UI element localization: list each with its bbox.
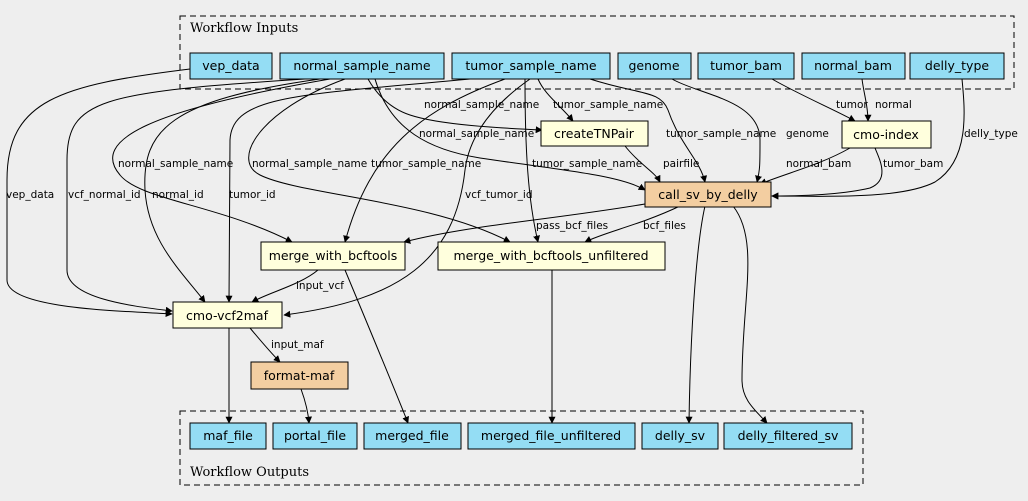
edge-bcf-files <box>584 205 681 243</box>
edge-label: normal_sample_name <box>118 158 233 170</box>
edge-label: tumor_sample_name <box>553 99 663 111</box>
edge-label: tumor_bam <box>883 158 943 170</box>
edge-label: tumor_sample_name <box>532 158 642 170</box>
edge-label: tumor_sample_name <box>371 158 481 170</box>
edge-genome-to-delly <box>671 78 762 183</box>
output-maf-file[interactable]: maf_file <box>189 422 267 450</box>
step-merge-with-bcftools-unfiltered[interactable]: merge_with_bcftools_unfiltered <box>437 241 666 271</box>
output-portal-file[interactable]: portal_file <box>272 422 358 450</box>
edge-index-tumor-bam <box>771 147 883 200</box>
edge-label: vcf_normal_id <box>68 189 141 201</box>
edge-normal-bam-to-index <box>861 78 872 122</box>
edge-normal-to-merge <box>112 78 331 243</box>
edge-delly-to-delly-sv <box>685 205 706 424</box>
node-label: merge_with_bcftools <box>269 248 398 263</box>
output-delly-sv[interactable]: delly_sv <box>641 422 719 450</box>
edge-label: normal_sample_name <box>419 128 534 140</box>
edge-pass-bcf-files <box>403 203 646 244</box>
node-label: call_sv_by_delly <box>658 187 758 202</box>
node-label: maf_file <box>203 428 253 443</box>
edge-label: genome <box>786 128 829 140</box>
edges <box>6 68 965 424</box>
input-genome[interactable]: genome <box>617 52 692 80</box>
node-label: cmo-vcf2maf <box>186 308 269 323</box>
output-merged-file-unfiltered[interactable]: merged_file_unfiltered <box>467 422 636 450</box>
step-cmo-vcf2maf[interactable]: cmo-vcf2maf <box>172 301 283 329</box>
edge-normal-to-delly <box>374 78 646 191</box>
edge-label: pairfile <box>663 158 699 170</box>
edge-input-vcf <box>251 269 319 303</box>
edge-index-normal-bam <box>759 147 851 185</box>
input-tumor-sample-name[interactable]: tumor_sample_name <box>451 52 611 80</box>
edge-delly-to-filtered-sv <box>732 205 768 424</box>
edge-tumor-to-merge-unfiltered <box>524 78 540 243</box>
workflow-inputs-label: Workflow Inputs <box>190 21 298 36</box>
workflow-call-sv-by-delly[interactable]: call_sv_by_delly <box>644 181 772 208</box>
edge-label: normal_sample_name <box>424 99 539 111</box>
input-normal-bam[interactable]: normal_bam <box>801 52 906 80</box>
node-label: delly_type <box>925 58 989 73</box>
node-label: vep_data <box>202 58 259 73</box>
edge-label: delly_type <box>964 128 1018 140</box>
edge-vep-data <box>6 68 191 318</box>
edge-label: input_vcf <box>296 280 344 292</box>
workflow-format-maf[interactable]: format-maf <box>250 361 349 390</box>
node-label: merged_file_unfiltered <box>481 428 621 443</box>
edge-label: vep_data <box>6 189 54 201</box>
edge-merge-to-merged-file <box>344 269 409 424</box>
node-label: portal_file <box>284 428 346 443</box>
edge-tumor-to-merge <box>343 78 506 243</box>
edge-label: input_maf <box>271 339 324 351</box>
input-delly-type[interactable]: delly_type <box>909 52 1005 80</box>
edge-normal-id <box>144 78 321 303</box>
node-label: tumor_sample_name <box>465 58 596 73</box>
node-label: genome <box>628 58 679 73</box>
edge-label: normal_sample_name <box>252 158 367 170</box>
step-merge-with-bcftools[interactable]: merge_with_bcftools <box>260 241 406 271</box>
node-label: format-maf <box>264 368 335 383</box>
workflow-outputs-label: Workflow Outputs <box>190 465 309 480</box>
edge-tumor-to-delly <box>589 78 708 183</box>
edge-label: tumor_id <box>229 189 276 201</box>
output-delly-filtered-sv[interactable]: delly_filtered_sv <box>723 422 853 450</box>
input-normal-sample-name[interactable]: normal_sample_name <box>279 52 445 80</box>
edge-format-maf-to-portal-file <box>300 388 313 424</box>
node-label: normal_sample_name <box>293 58 431 73</box>
nodes: vep_data normal_sample_name tumor_sample… <box>172 52 1005 450</box>
edge-label: pass_bcf_files <box>536 220 608 232</box>
edge-label: normal_bam <box>786 158 851 170</box>
edge-vcf-normal-id <box>66 78 306 314</box>
node-label: delly_filtered_sv <box>738 428 839 443</box>
edge-label: normal <box>875 99 912 111</box>
input-vep-data[interactable]: vep_data <box>189 52 273 80</box>
edge-tumor-id <box>225 78 471 303</box>
node-label: normal_bam <box>814 58 892 73</box>
edge-pairfile <box>624 145 661 183</box>
edge-label: vcf_tumor_id <box>465 189 533 201</box>
node-label: delly_sv <box>655 428 706 443</box>
workflow-outputs-cluster: Workflow Outputs <box>179 410 864 486</box>
edge-labels: normal_sample_name tumor_sample_name nor… <box>6 99 1018 351</box>
edge-label: normal_id <box>152 189 204 201</box>
step-cmo-index[interactable]: cmo-index <box>841 120 932 149</box>
edge-normal-to-merge-unfiltered <box>248 78 511 243</box>
edge-input-maf <box>249 327 281 363</box>
edge-tumor-bam-to-index <box>771 78 856 122</box>
node-label: cmo-index <box>853 127 919 142</box>
output-merged-file[interactable]: merged_file <box>363 422 462 450</box>
edge-vcf-tumor-id <box>283 78 531 318</box>
edge-delly-type-to-delly <box>771 78 965 200</box>
edge-label: bcf_files <box>643 220 686 232</box>
workflow-inputs-cluster: Workflow Inputs <box>179 15 1015 90</box>
input-tumor-bam[interactable]: tumor_bam <box>697 52 795 80</box>
edge-tumor-to-createtnpair <box>537 78 574 122</box>
node-label: merge_with_bcftools_unfiltered <box>453 248 648 263</box>
edge-label: tumor_sample_name <box>666 128 776 140</box>
node-label: tumor_bam <box>710 58 782 73</box>
edge-label: tumor <box>836 99 868 111</box>
step-createtnpair[interactable]: createTNPair <box>540 120 649 147</box>
node-label: merged_file <box>375 428 449 443</box>
node-label: createTNPair <box>554 126 635 141</box>
